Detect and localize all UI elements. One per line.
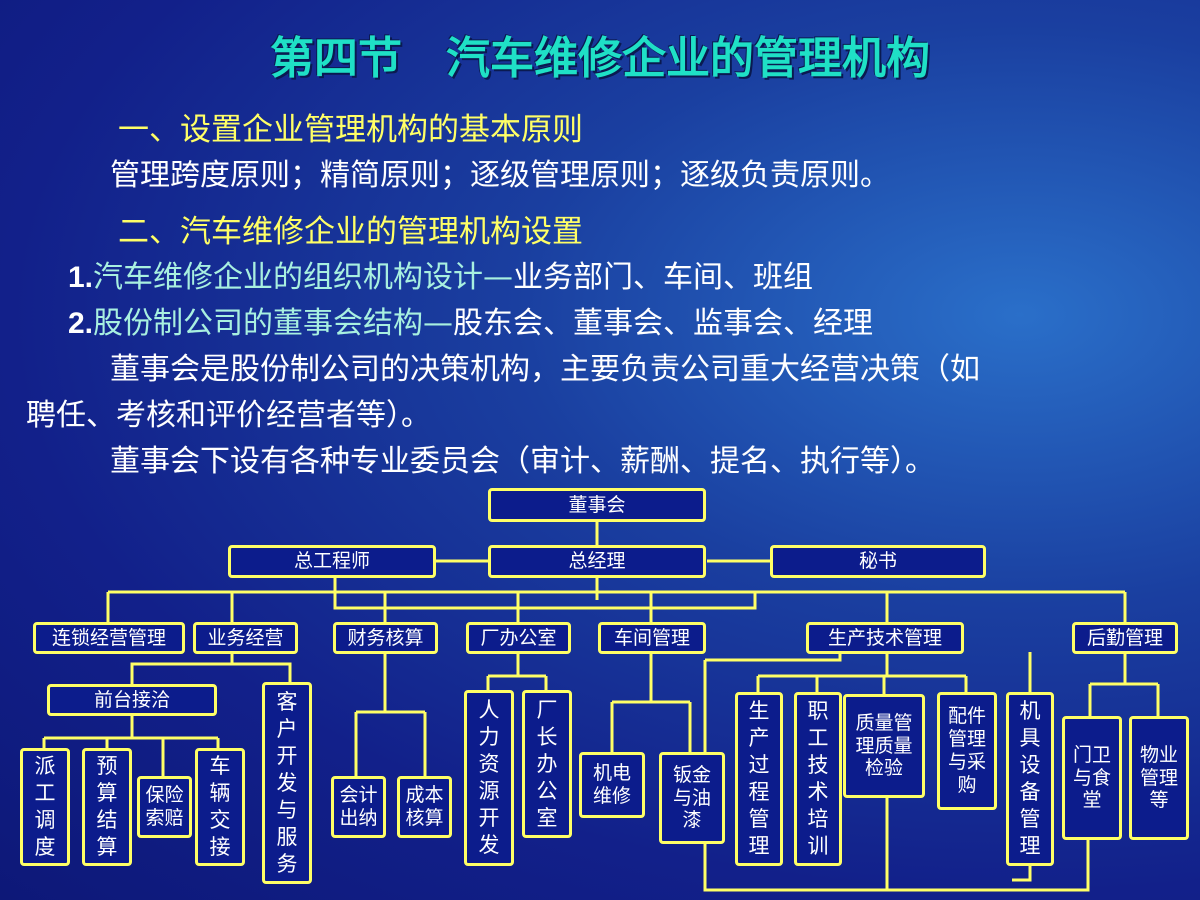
org-handover: 车辆交接 xyxy=(195,748,245,866)
org-customer: 客户开发与服务 xyxy=(262,682,312,884)
org-property: 物业管理等 xyxy=(1129,716,1189,840)
org-parts: 配件管理与采购 xyxy=(937,692,997,810)
org-business: 业务经营 xyxy=(193,622,298,654)
org-sheet-paint: 钣金与油漆 xyxy=(659,752,725,844)
org-chief-engineer: 总工程师 xyxy=(228,545,436,578)
org-accounting: 会计出纳 xyxy=(331,776,386,838)
org-training: 职工技术培训 xyxy=(794,692,842,866)
org-chain-management: 连锁经营管理 xyxy=(33,622,185,654)
org-director-office: 厂长办公室 xyxy=(522,690,572,838)
item1-number: 1. xyxy=(68,261,94,294)
item1-rest: 业务部门、车间、班组 xyxy=(513,260,814,295)
org-insurance: 保险索赔 xyxy=(137,776,192,838)
section1-text: 管理跨度原则；精简原则；逐级管理原则；逐级负责原则。 xyxy=(110,158,890,193)
org-office: 厂办公室 xyxy=(466,622,571,654)
para1-line1: 董事会是股份制公司的决策机构，主要负责公司重大经营决策（如 xyxy=(110,352,980,387)
item2: 2.股份制公司的董事会结构—股东会、董事会、监事会、经理 xyxy=(68,298,873,342)
org-quality: 质量管理质量检验 xyxy=(843,694,925,798)
item2-text: 股份制公司的董事会结构— xyxy=(93,306,454,341)
org-finance: 财务核算 xyxy=(333,622,438,654)
para2: 董事会下设有各种专业委员会（审计、薪酬、提名、执行等）。 xyxy=(110,444,935,479)
org-process: 生产过程管理 xyxy=(735,692,783,866)
item1-text: 汽车维修企业的组织机构设计— xyxy=(93,260,514,295)
item2-rest: 股东会、董事会、监事会、经理 xyxy=(453,306,874,341)
org-secretary: 秘书 xyxy=(770,545,986,578)
item1: 1.汽车维修企业的组织机构设计—业务部门、车间、班组 xyxy=(68,252,813,296)
org-logistics: 后勤管理 xyxy=(1072,622,1178,654)
org-board: 董事会 xyxy=(488,488,706,522)
org-electromech: 机电维修 xyxy=(579,752,645,818)
org-reception: 前台接洽 xyxy=(47,684,217,716)
org-guard: 门卫与食堂 xyxy=(1062,716,1122,840)
org-budget: 预算结算 xyxy=(82,748,132,866)
org-workshop: 车间管理 xyxy=(598,622,706,654)
page-title: 第四节 汽车维修企业的管理机构 xyxy=(270,33,930,84)
org-general-manager: 总经理 xyxy=(488,545,706,578)
item2-number: 2. xyxy=(68,307,94,340)
section2-heading: 二、汽车维修企业的管理机构设置 xyxy=(118,214,583,250)
org-hr: 人力资源开发 xyxy=(464,690,514,866)
para1-line2: 聘任、考核和评价经营者等）。 xyxy=(26,398,431,433)
org-dispatch: 派工调度 xyxy=(20,748,70,866)
section1-heading: 一、设置企业管理机构的基本原则 xyxy=(118,112,583,148)
org-production: 生产技术管理 xyxy=(806,622,964,654)
org-cost: 成本核算 xyxy=(397,776,452,838)
org-equipment: 机具设备管理 xyxy=(1006,692,1054,866)
